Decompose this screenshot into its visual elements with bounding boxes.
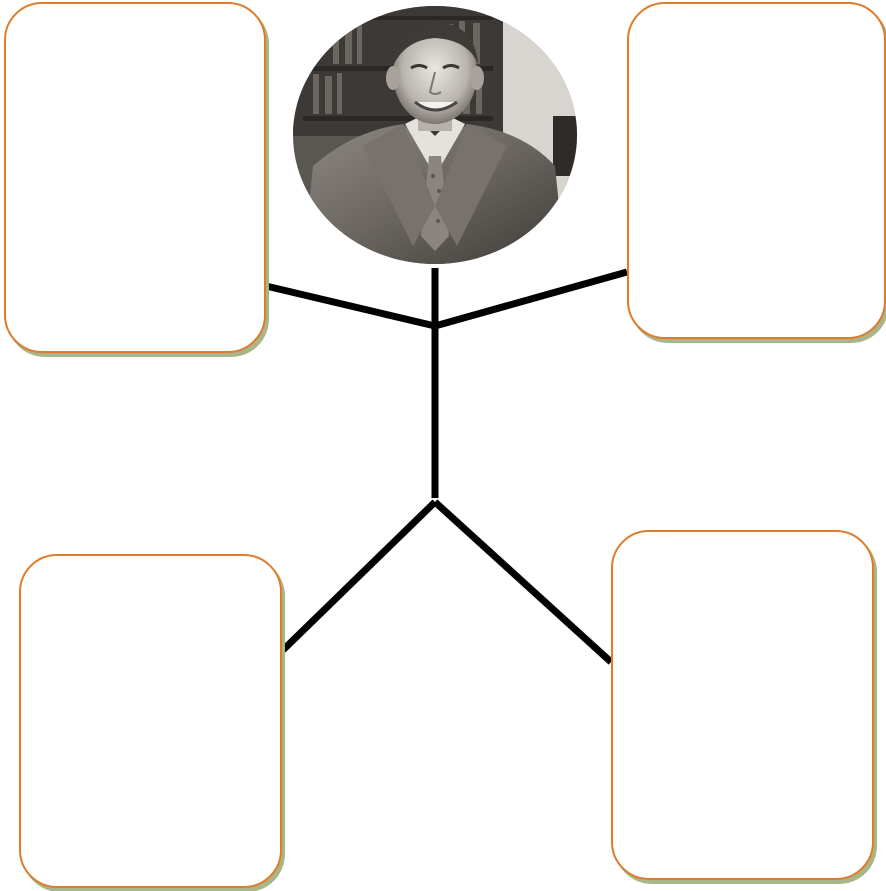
text-box-bottom-left[interactable]	[19, 554, 282, 888]
left-arm-line	[266, 286, 435, 326]
left-leg-line	[283, 502, 435, 650]
portrait-photo-icon	[293, 6, 577, 264]
text-box-top-right[interactable]	[627, 2, 886, 339]
text-box-bottom-right[interactable]	[611, 530, 874, 880]
right-arm-line	[435, 272, 627, 326]
right-leg-line	[435, 502, 611, 662]
text-box-top-left[interactable]	[4, 2, 266, 353]
